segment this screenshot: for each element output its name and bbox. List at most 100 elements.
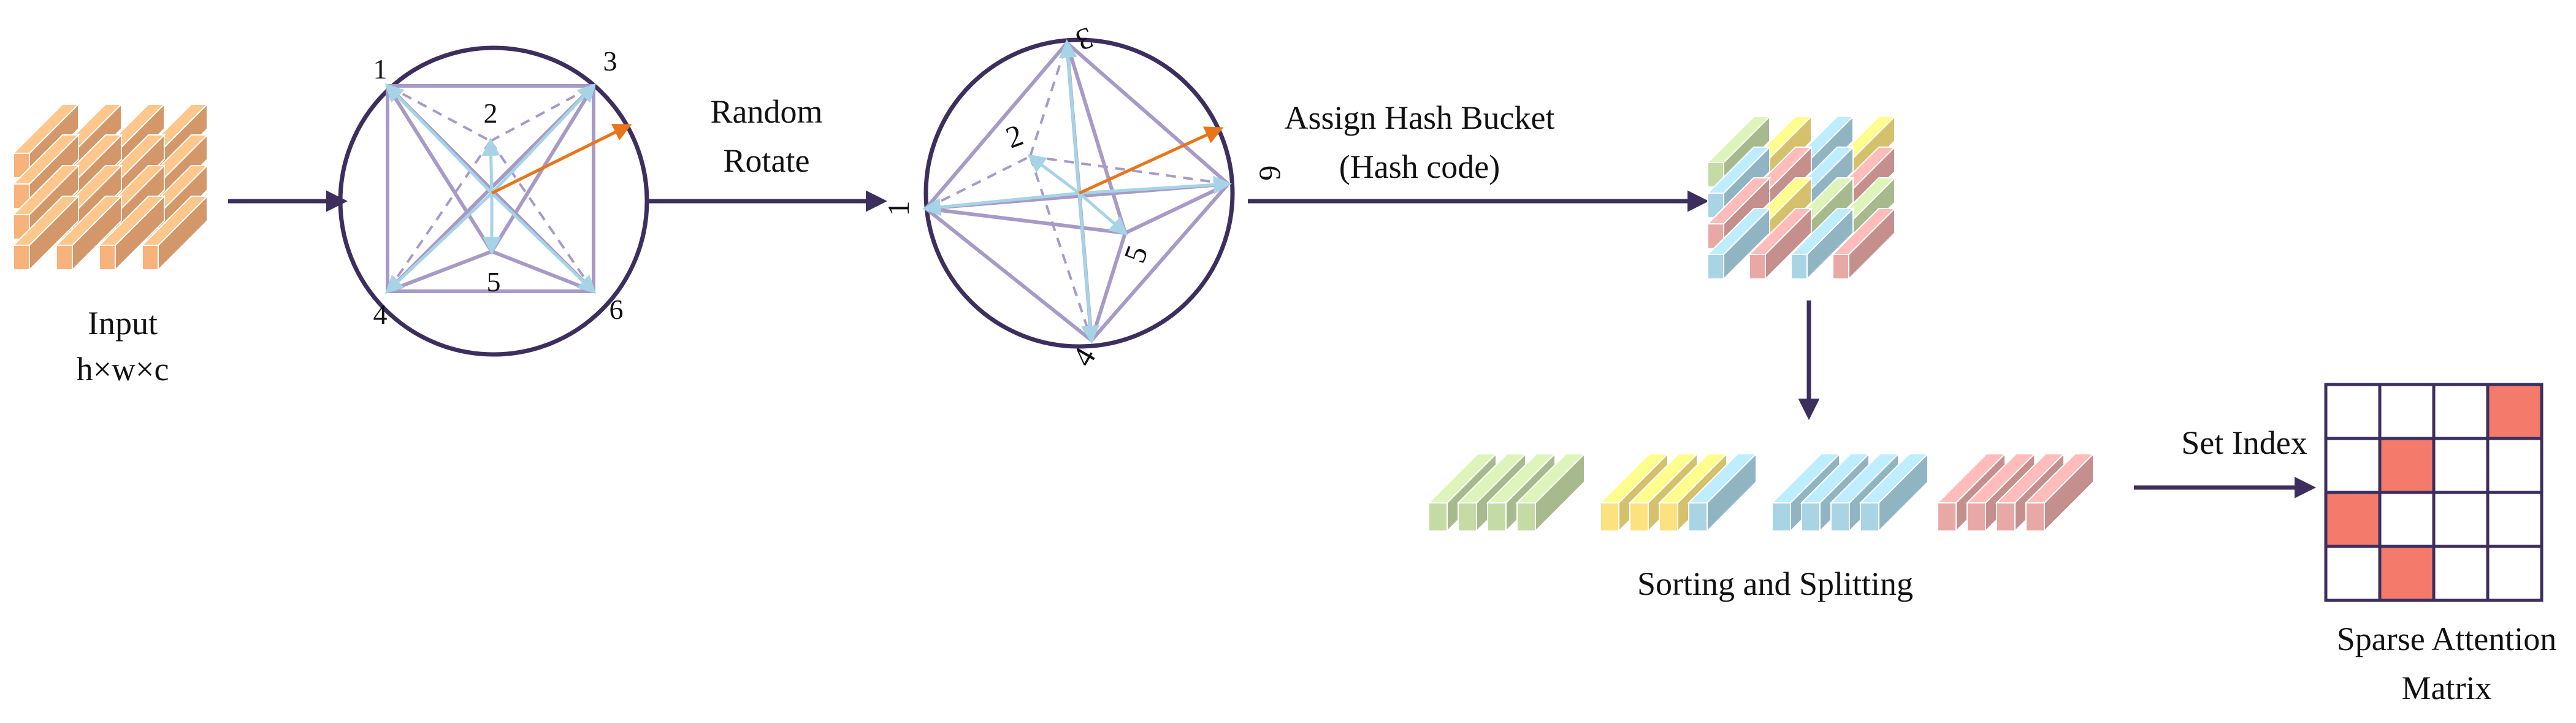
octahedron-edge — [386, 85, 494, 253]
octahedron-hidden-edge — [925, 155, 1031, 210]
attention-cell — [2486, 491, 2544, 548]
projection-vector — [491, 192, 597, 294]
attention-cell — [2486, 545, 2544, 602]
vertex-label-after: 5 — [1117, 241, 1154, 267]
input-tensor-cube — [12, 102, 209, 272]
vertex-label-after: 2 — [1001, 117, 1028, 155]
block-front — [1516, 502, 1536, 532]
octahedron-edge — [1065, 42, 1127, 234]
vertex-label-before: 2 — [484, 98, 498, 129]
block-front — [142, 245, 159, 270]
octahedron-hidden-edge — [1029, 156, 1093, 341]
octahedron-edge — [386, 250, 493, 293]
octahedron-hidden-edge — [1029, 42, 1068, 157]
sparse-matrix-label-line2: Matrix — [2402, 670, 2492, 706]
hash-bucket-block — [1789, 207, 1855, 281]
block-front — [1749, 254, 1766, 280]
attention-cell — [2378, 383, 2436, 440]
octahedron-hidden-edge — [490, 85, 594, 142]
vertex-label-before: 1 — [373, 53, 388, 85]
vertex-label-after: 1 — [881, 201, 915, 216]
input-dims-label: h×w×c — [77, 351, 169, 388]
block-front — [1937, 502, 1957, 532]
attention-cell — [2432, 491, 2490, 548]
block-front — [1688, 502, 1708, 532]
sorted-split-buckets — [1427, 452, 2095, 533]
octahedron-edge — [924, 42, 1069, 210]
hash-bucket-block — [1748, 207, 1813, 281]
block-front — [1659, 502, 1678, 532]
assign-hash-label-line1: Assign Hash Bucket — [1285, 99, 1555, 136]
query-vector — [491, 124, 632, 195]
octahedron-edge — [1066, 41, 1229, 186]
random-rotate-label-line2: Rotate — [724, 142, 810, 179]
sparse-matrix-label-line1: Sparse Attention — [2337, 621, 2556, 657]
block-front — [1966, 502, 1986, 532]
octahedron-edge — [1090, 232, 1127, 341]
attention-cell-active — [2378, 545, 2436, 602]
octahedron-hidden-edge — [386, 140, 492, 293]
block-front — [13, 245, 30, 270]
attention-cell-active — [2324, 491, 2382, 548]
block-front — [56, 245, 73, 270]
sorted-bucket-block — [1687, 452, 1758, 533]
block-front — [1600, 502, 1619, 532]
input-block — [140, 194, 209, 272]
octahedron-edge — [1124, 182, 1229, 235]
octahedron-hidden-edge — [387, 85, 491, 142]
projection-vector — [1079, 175, 1232, 195]
sorted-bucket-block — [2024, 452, 2095, 533]
vertex-label-before: 3 — [603, 45, 617, 77]
projection-vector — [1077, 193, 1099, 344]
octahedron-edge — [491, 250, 595, 293]
sorting-splitting-label: Sorting and Splitting — [1637, 565, 1913, 602]
block-front — [1487, 502, 1507, 532]
block-front — [1771, 502, 1791, 532]
set-index-label: Set Index — [2181, 424, 2307, 461]
octahedron-before-rotation — [338, 45, 649, 357]
block-front — [1707, 254, 1724, 280]
vertex-label-before: 6 — [610, 294, 624, 325]
projection-vector — [922, 191, 1080, 216]
projection-vector — [481, 137, 500, 194]
attention-cell — [2324, 545, 2382, 602]
attention-cell — [2324, 437, 2382, 494]
attention-cell-active — [2378, 437, 2436, 494]
block-front — [1996, 502, 2016, 532]
projection-vector — [384, 83, 493, 194]
vertex-label-before: 5 — [487, 266, 501, 297]
attention-cell — [2486, 437, 2544, 494]
block-front — [1458, 502, 1477, 532]
octahedron-edge — [925, 207, 1093, 342]
hash-bucket-block — [1831, 207, 1897, 281]
attention-cell — [2432, 383, 2490, 440]
block-front — [1791, 254, 1808, 280]
attention-cell-active — [2486, 383, 2544, 440]
hash-bucket-block — [1706, 207, 1771, 281]
block-front — [1707, 193, 1724, 218]
input-block — [12, 194, 80, 272]
block-front — [2025, 502, 2045, 532]
random-rotate-label-line1: Random — [711, 93, 823, 130]
projection-vector — [491, 83, 597, 194]
input-block — [97, 194, 166, 272]
octahedron-edge — [925, 207, 1126, 235]
projection-vector — [1078, 192, 1128, 235]
input-block — [55, 194, 123, 272]
attention-cell — [2432, 437, 2490, 494]
attention-cell — [2324, 383, 2382, 440]
block-front — [1832, 254, 1849, 280]
query-vector — [1078, 126, 1224, 195]
sparse-attention-matrix — [2324, 383, 2544, 602]
projection-vector — [384, 192, 493, 294]
assign-hash-label-line2: (Hash code) — [1339, 148, 1500, 185]
projection-vector — [1027, 154, 1080, 194]
block-front — [99, 245, 116, 270]
octahedron-edge — [1090, 183, 1230, 342]
block-front — [1629, 502, 1649, 532]
projection-vector — [1059, 39, 1081, 194]
block-front — [1830, 502, 1850, 532]
hashed-tensor-cube — [1706, 115, 1897, 281]
block-front — [1860, 502, 1879, 532]
